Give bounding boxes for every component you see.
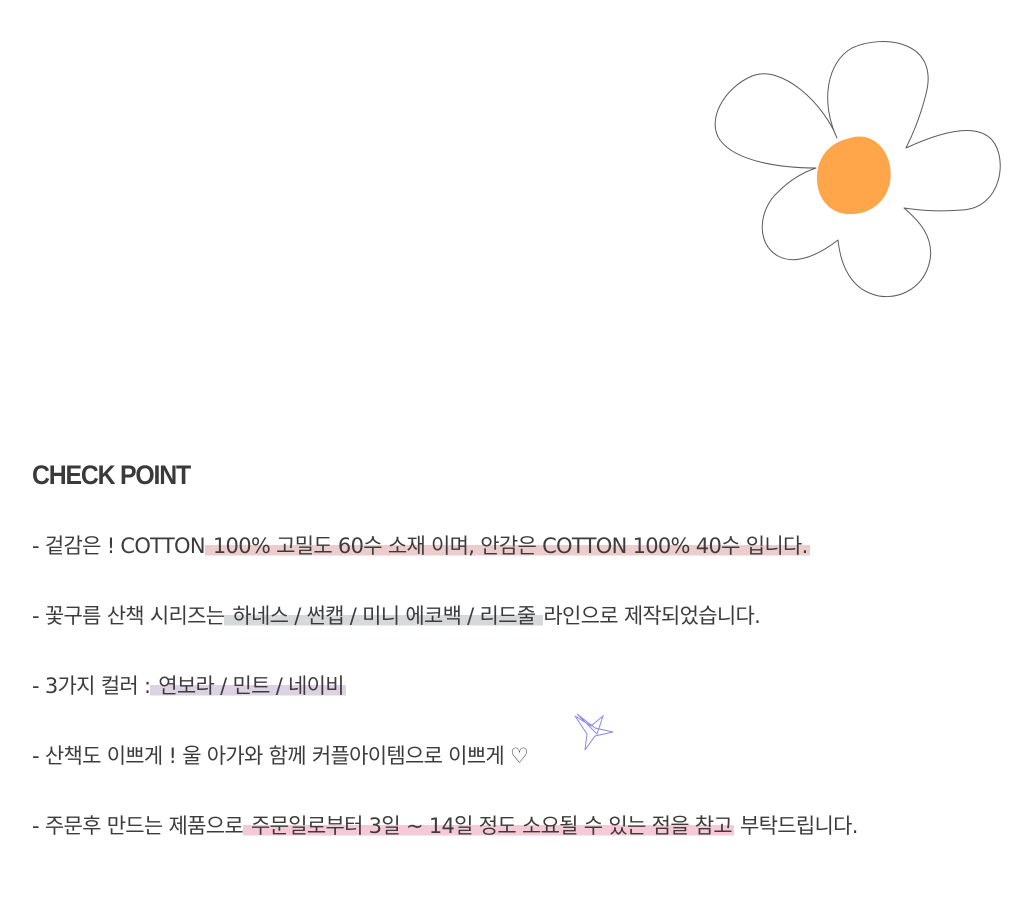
flower-icon xyxy=(714,41,1001,298)
highlight-text: 연보라 / 민트 / 네이비 xyxy=(150,674,346,698)
point-text: - 3가지 컬러 : xyxy=(32,674,151,698)
point-text: - 주문후 만드는 제품으로 xyxy=(32,814,244,838)
point-text: 라인으로 제작되었습니다. xyxy=(543,604,761,628)
point-text: 부탁드립니다. xyxy=(734,814,858,838)
section-heading: CHECK POINT xyxy=(32,460,191,490)
point-item-order: - 주문후 만드는 제품으로 주문일로부터 3일 ~ 14일 정도 소요될 수 … xyxy=(32,810,858,842)
highlight-text: 하네스 / 썬캡 / 미니 에코백 / 리드줄 xyxy=(224,604,544,628)
point-item-fabric: - 겉감은 ! COTTON 100% 고밀도 60수 소재 이며, 안감은 C… xyxy=(32,530,810,562)
highlight-text: 주문일로부터 3일 ~ 14일 정도 소요될 수 있는 점을 참고 xyxy=(243,814,735,838)
highlight-text: 100% 고밀도 60수 소재 이며, 안감은 COTTON 100% 40수 … xyxy=(204,534,810,558)
point-item-colors: - 3가지 컬러 : 연보라 / 민트 / 네이비 xyxy=(32,670,346,702)
point-text: - 산책도 이쁘게 ! 울 아가와 함께 커플아이템으로 이쁘게 ♡ xyxy=(32,744,529,768)
point-text: - 꽃구름 산책 시리즈는 xyxy=(32,604,225,628)
point-text: - 겉감은 ! COTTON xyxy=(32,534,206,558)
star-icon xyxy=(574,713,614,751)
point-item-series: - 꽃구름 산책 시리즈는 하네스 / 썬캡 / 미니 에코백 / 리드줄 라인… xyxy=(32,600,761,632)
point-item-walk: - 산책도 이쁘게 ! 울 아가와 함께 커플아이템으로 이쁘게 ♡ xyxy=(32,740,529,772)
